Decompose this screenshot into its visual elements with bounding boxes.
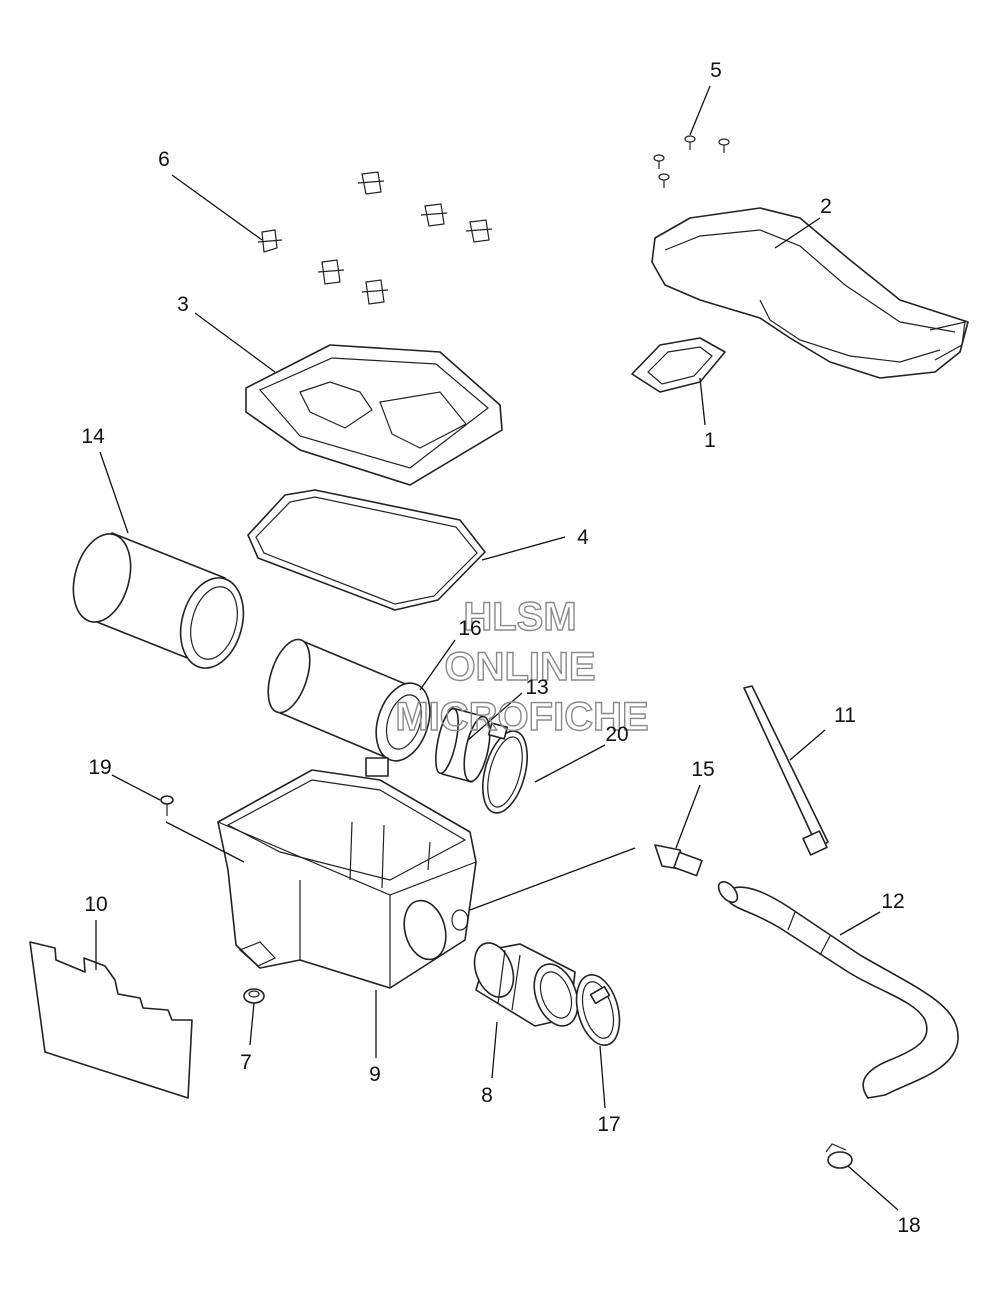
callout-11: 11	[834, 704, 856, 727]
part-4-seal	[247, 489, 486, 611]
callout-17: 17	[597, 1113, 620, 1136]
part-11-strap	[743, 685, 829, 856]
watermark-line-1: HLSM	[463, 595, 576, 639]
callout-18: 18	[897, 1214, 920, 1237]
watermark: HLSM ONLINE MICROFICHE	[395, 594, 650, 739]
part-5-screws	[653, 135, 730, 188]
callout-15: 15	[691, 758, 714, 781]
part-3-airbox-cover	[245, 344, 503, 486]
callout-10: 10	[84, 893, 107, 916]
part-10-panel	[29, 941, 193, 1099]
part-8-boot	[473, 942, 579, 1027]
callout-16: 16	[458, 617, 481, 640]
callout-13: 13	[525, 676, 548, 699]
callout-9: 9	[369, 1063, 381, 1086]
callout-7: 7	[240, 1051, 252, 1074]
part-12-hose	[717, 880, 959, 1099]
part-19-screw	[160, 795, 174, 816]
part-17-clamp	[575, 974, 621, 1046]
callout-4: 4	[577, 526, 589, 549]
callout-1: 1	[704, 429, 716, 452]
part-9-airbox-base	[217, 757, 477, 989]
part-18-clip	[825, 1143, 853, 1169]
callout-20: 20	[605, 723, 628, 746]
callout-2: 2	[820, 195, 832, 218]
watermark-line-2: ONLINE	[444, 645, 595, 689]
callout-labels: 1 2 3 4 5 6 7 8 9 10 11 12 13 14 15 16 1…	[81, 59, 920, 1237]
part-14-pre-filter	[72, 532, 245, 669]
callout-8: 8	[481, 1084, 493, 1107]
part-6-clips	[257, 171, 493, 305]
part-15-fitting	[654, 844, 703, 877]
callout-3: 3	[177, 293, 189, 316]
watermark-line-3: MICROFICHE	[395, 695, 648, 739]
callout-19: 19	[88, 756, 111, 779]
part-16-air-filter	[267, 638, 431, 762]
part-20-clamp	[482, 722, 528, 814]
part-1-gasket-plate	[631, 337, 726, 393]
callout-12: 12	[881, 890, 904, 913]
part-13-coupler	[435, 707, 491, 783]
callout-5: 5	[710, 59, 722, 82]
callout-14: 14	[81, 425, 105, 448]
part-7-grommet	[243, 988, 265, 1004]
leader-lines	[95, 85, 899, 1211]
callout-6: 6	[158, 148, 170, 171]
part-2-intake-duct	[651, 207, 969, 379]
